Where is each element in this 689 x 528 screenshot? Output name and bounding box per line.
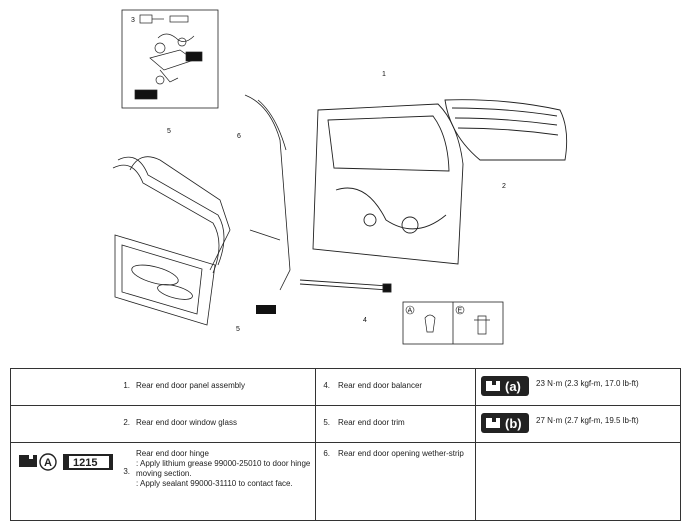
legend-row: A 1215 3. Rear end door hinge : Apply li… xyxy=(10,442,681,521)
legend-cell-5: 5. Rear end door trim xyxy=(315,405,476,443)
body-opening-drawing xyxy=(244,94,291,291)
door-balancer-drawing xyxy=(299,279,392,293)
detail-tag-e: E xyxy=(458,308,463,315)
clip-e-drawing xyxy=(474,315,490,335)
legend-text: Rear end door hinge : Apply lithium grea… xyxy=(136,449,311,488)
legend-num: 1. xyxy=(123,381,130,390)
diagram-svg: 3 5 5 6 1 2 4 xyxy=(112,9,568,345)
weatherstrip-drawing xyxy=(112,156,225,274)
legend-cell-2: 2. Rear end door window glass xyxy=(10,405,316,443)
legend-row: 2. Rear end door window glass 5. Rear en… xyxy=(10,405,681,443)
legend-text: 23 N·m (2.3 kgf-m, 17.0 lb-ft) xyxy=(536,379,639,388)
legend-table: 1. Rear end door panel assembly 4. Rear … xyxy=(10,368,681,521)
callout-3: 3 xyxy=(131,17,135,24)
exploded-diagram: 3 5 5 6 1 2 4 xyxy=(112,9,568,345)
legend-text: Rear end door window glass xyxy=(136,418,237,427)
grease-sealant-icon: A 1215 xyxy=(19,453,113,471)
callout-6: 6 xyxy=(237,133,241,140)
legend-text: Rear end door trim xyxy=(338,418,405,427)
svg-text:(a): (a) xyxy=(505,379,521,394)
legend-text: Rear end door panel assembly xyxy=(136,381,245,390)
svg-text:A: A xyxy=(44,457,52,469)
callout-1: 1 xyxy=(382,71,386,78)
legend-cell-torque-a: (a) 23 N·m (2.3 kgf-m, 17.0 lb-ft) xyxy=(475,368,681,406)
legend-num: 2. xyxy=(123,418,130,427)
legend-text: Rear end door opening wether-strip xyxy=(338,449,464,458)
legend-cell-torque-b: (b) 27 N·m (2.7 kgf-m, 19.5 lb-ft) xyxy=(475,405,681,443)
window-glass-drawing xyxy=(444,99,568,161)
legend-num: 6. xyxy=(323,449,330,458)
legend-cell-empty xyxy=(475,442,681,521)
torque-b-icon: (b) xyxy=(481,413,529,433)
legend-row: 1. Rear end door panel assembly 4. Rear … xyxy=(10,368,681,406)
clip-a-drawing xyxy=(424,314,436,333)
torque-marker-b-diagram xyxy=(256,305,276,314)
svg-text:(b): (b) xyxy=(505,416,522,431)
door-panel-drawing xyxy=(312,103,464,265)
callout-2: 2 xyxy=(502,183,506,190)
detail-tag-a: A xyxy=(408,308,413,315)
hinge-inset-drawing xyxy=(134,14,203,100)
hinge-inset-frame xyxy=(121,9,219,109)
legend-num: 4. xyxy=(323,381,330,390)
callout-4: 4 xyxy=(363,317,367,324)
legend-cell-6: 6. Rear end door opening wether-strip xyxy=(315,442,476,521)
callout-5-top: 5 xyxy=(167,128,171,135)
door-trim-drawing xyxy=(114,156,231,326)
callout-5: 5 xyxy=(236,326,240,333)
legend-cell-3: A 1215 3. Rear end door hinge : Apply li… xyxy=(10,442,316,521)
legend-text: Rear end door balancer xyxy=(338,381,423,390)
legend-text: 27 N·m (2.7 kgf-m, 19.5 lb-ft) xyxy=(536,416,639,425)
legend-num: 5. xyxy=(323,418,330,427)
torque-a-icon: (a) xyxy=(481,376,529,396)
legend-cell-1: 1. Rear end door panel assembly xyxy=(10,368,316,406)
legend-num: 3. xyxy=(123,467,130,476)
svg-text:1215: 1215 xyxy=(73,457,97,469)
legend-cell-4: 4. Rear end door balancer xyxy=(315,368,476,406)
